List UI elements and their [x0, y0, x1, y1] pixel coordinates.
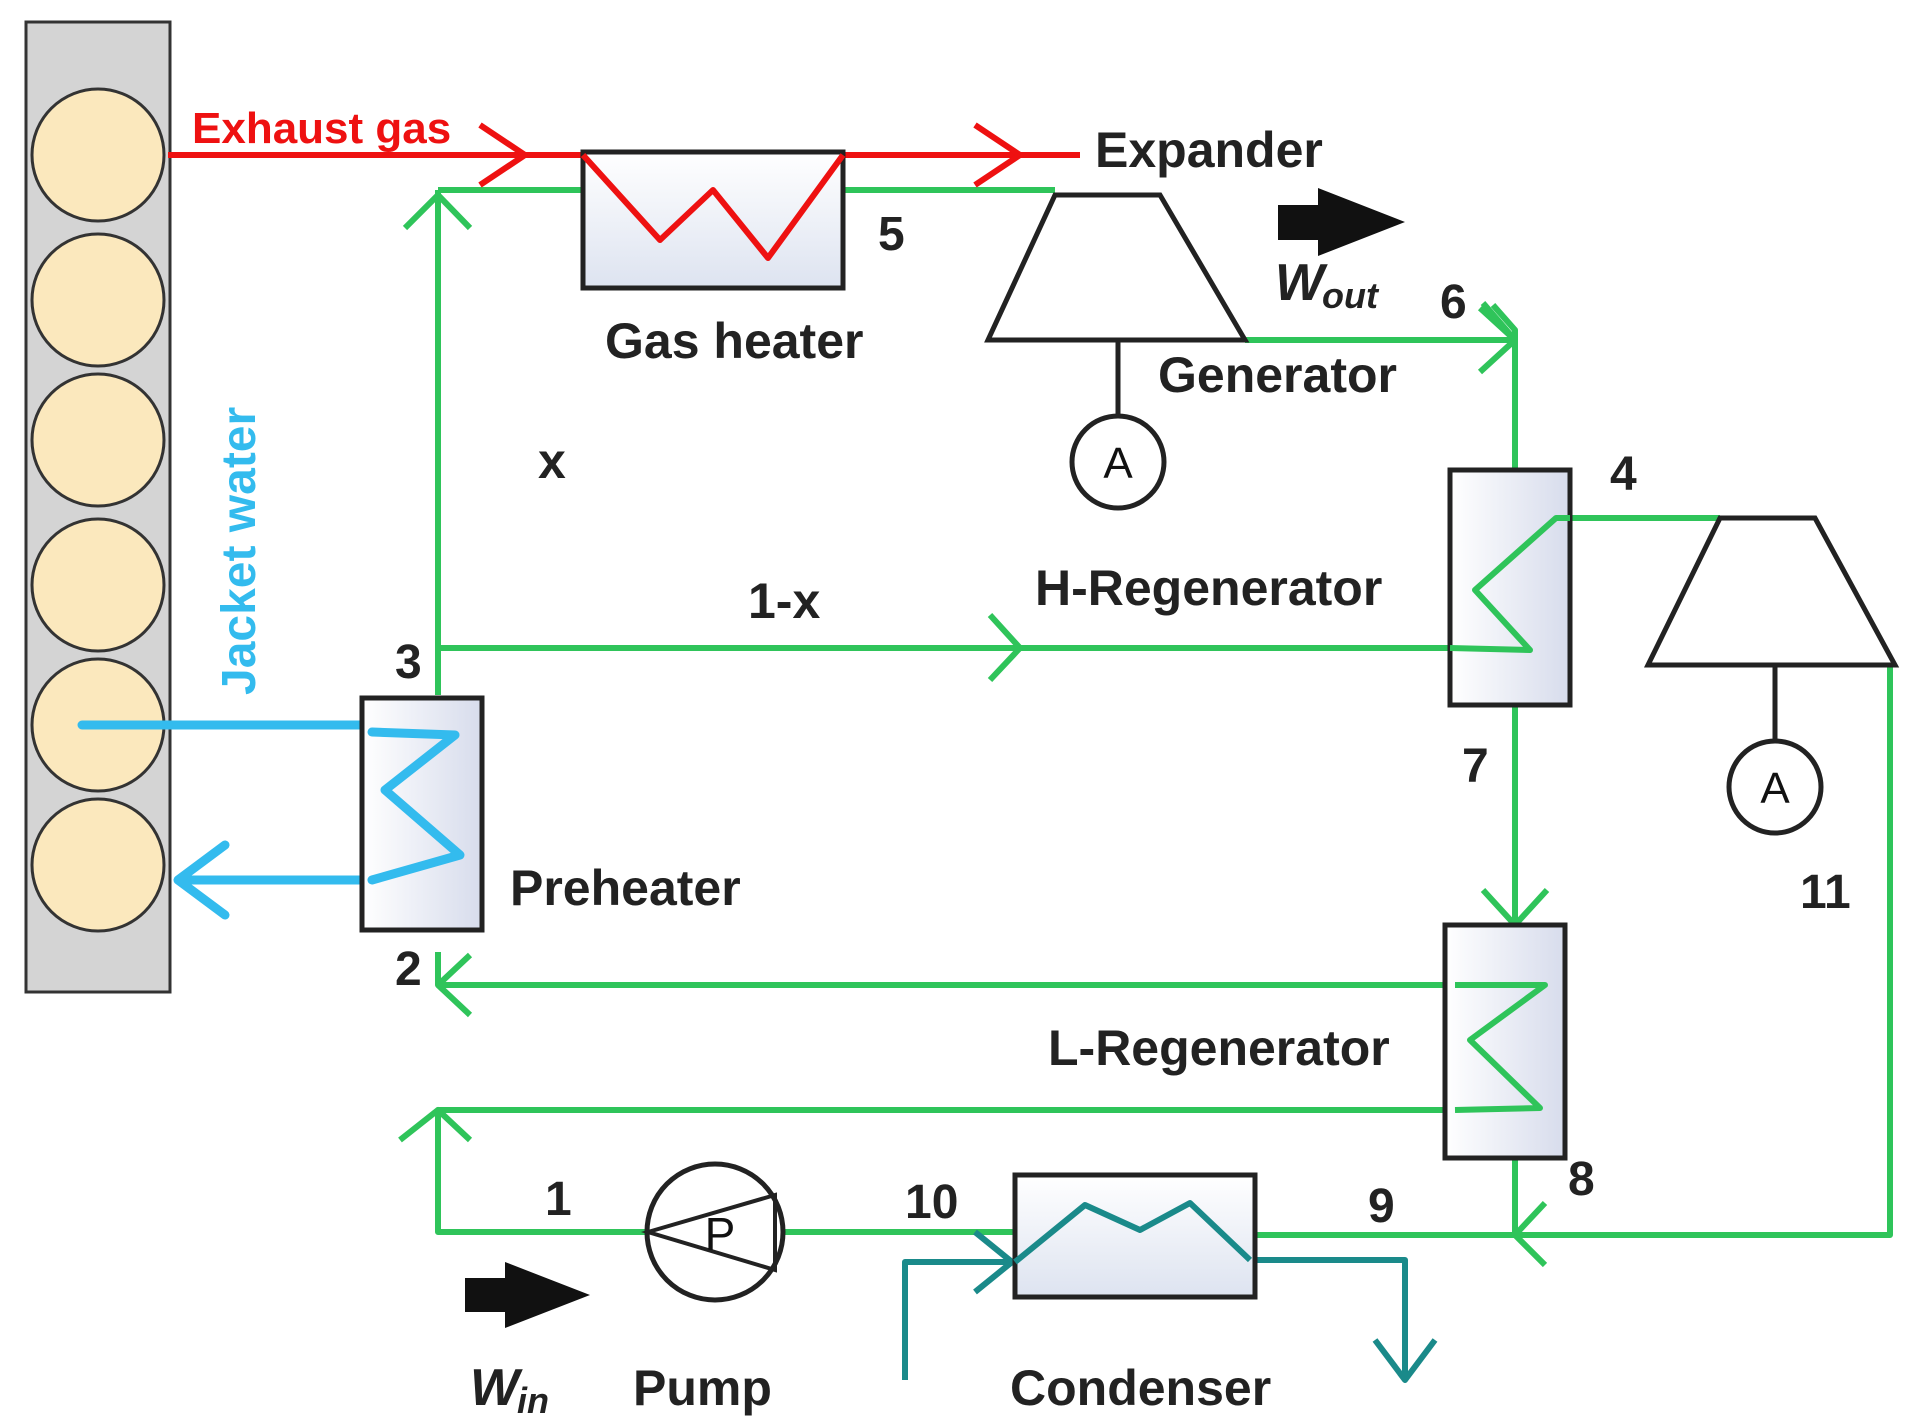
expander: A — [984, 192, 1250, 511]
h-regenerator-label: H-Regenerator — [1035, 560, 1382, 616]
work-out-subscript: out — [1322, 275, 1380, 316]
engine-cylinder — [30, 87, 166, 223]
engine-cylinder — [30, 797, 166, 933]
gas-heater — [580, 149, 846, 291]
pump-symbol-label: P — [705, 1208, 736, 1260]
state-point-7: 7 — [1462, 740, 1489, 793]
work-in-arrow — [465, 1262, 590, 1328]
generator-symbol — [1069, 413, 1167, 511]
preheater — [359, 695, 485, 933]
expander-2: A — [1643, 515, 1900, 836]
state-point-11: 11 — [1800, 866, 1851, 919]
state-point-8: 8 — [1568, 1153, 1595, 1206]
state-point-9: 9 — [1368, 1180, 1395, 1233]
state-point-3: 3 — [395, 636, 422, 689]
condenser-label: Condenser — [1010, 1360, 1271, 1416]
jacket-water-label: Jacket water — [213, 407, 266, 695]
engine-block — [24, 20, 172, 994]
generator-label: Generator — [1158, 347, 1397, 403]
l-regenerator-label: L-Regenerator — [1048, 1020, 1390, 1076]
work-in-label: W — [470, 1359, 523, 1417]
generator-symbol-label: A — [1103, 439, 1133, 488]
expander-label: Expander — [1095, 122, 1323, 178]
work-in-subscript: in — [517, 1380, 549, 1421]
exhaust-gas-label: Exhaust gas — [192, 104, 451, 153]
engine-cylinder — [30, 232, 166, 368]
working-fluid-lines — [398, 187, 1893, 1268]
split-x-label: x — [538, 433, 566, 489]
h-regenerator — [1447, 467, 1573, 708]
state-point-4: 4 — [1610, 448, 1637, 501]
pump: P — [640, 1161, 786, 1303]
condenser — [1012, 1172, 1258, 1300]
generator-symbol-2 — [1726, 738, 1824, 836]
preheater-label: Preheater — [510, 860, 741, 916]
state-point-1: 1 — [545, 1173, 572, 1226]
cooling-water-line — [902, 1229, 1438, 1383]
state-point-10: 10 — [905, 1176, 958, 1229]
pump-label: Pump — [633, 1360, 772, 1416]
engine-cylinder — [30, 372, 166, 508]
work-out-label: W — [1275, 254, 1328, 312]
generator-symbol-2-label: A — [1760, 764, 1790, 813]
gas-heater-label: Gas heater — [605, 313, 863, 369]
split-1-minus-x-label: 1-x — [748, 573, 820, 629]
state-point-2: 2 — [395, 943, 422, 996]
work-out-arrow — [1278, 188, 1405, 256]
l-regenerator — [1442, 922, 1568, 1161]
engine-cylinder — [30, 517, 166, 653]
state-point-6: 6 — [1440, 276, 1467, 329]
state-point-5: 5 — [878, 208, 905, 261]
